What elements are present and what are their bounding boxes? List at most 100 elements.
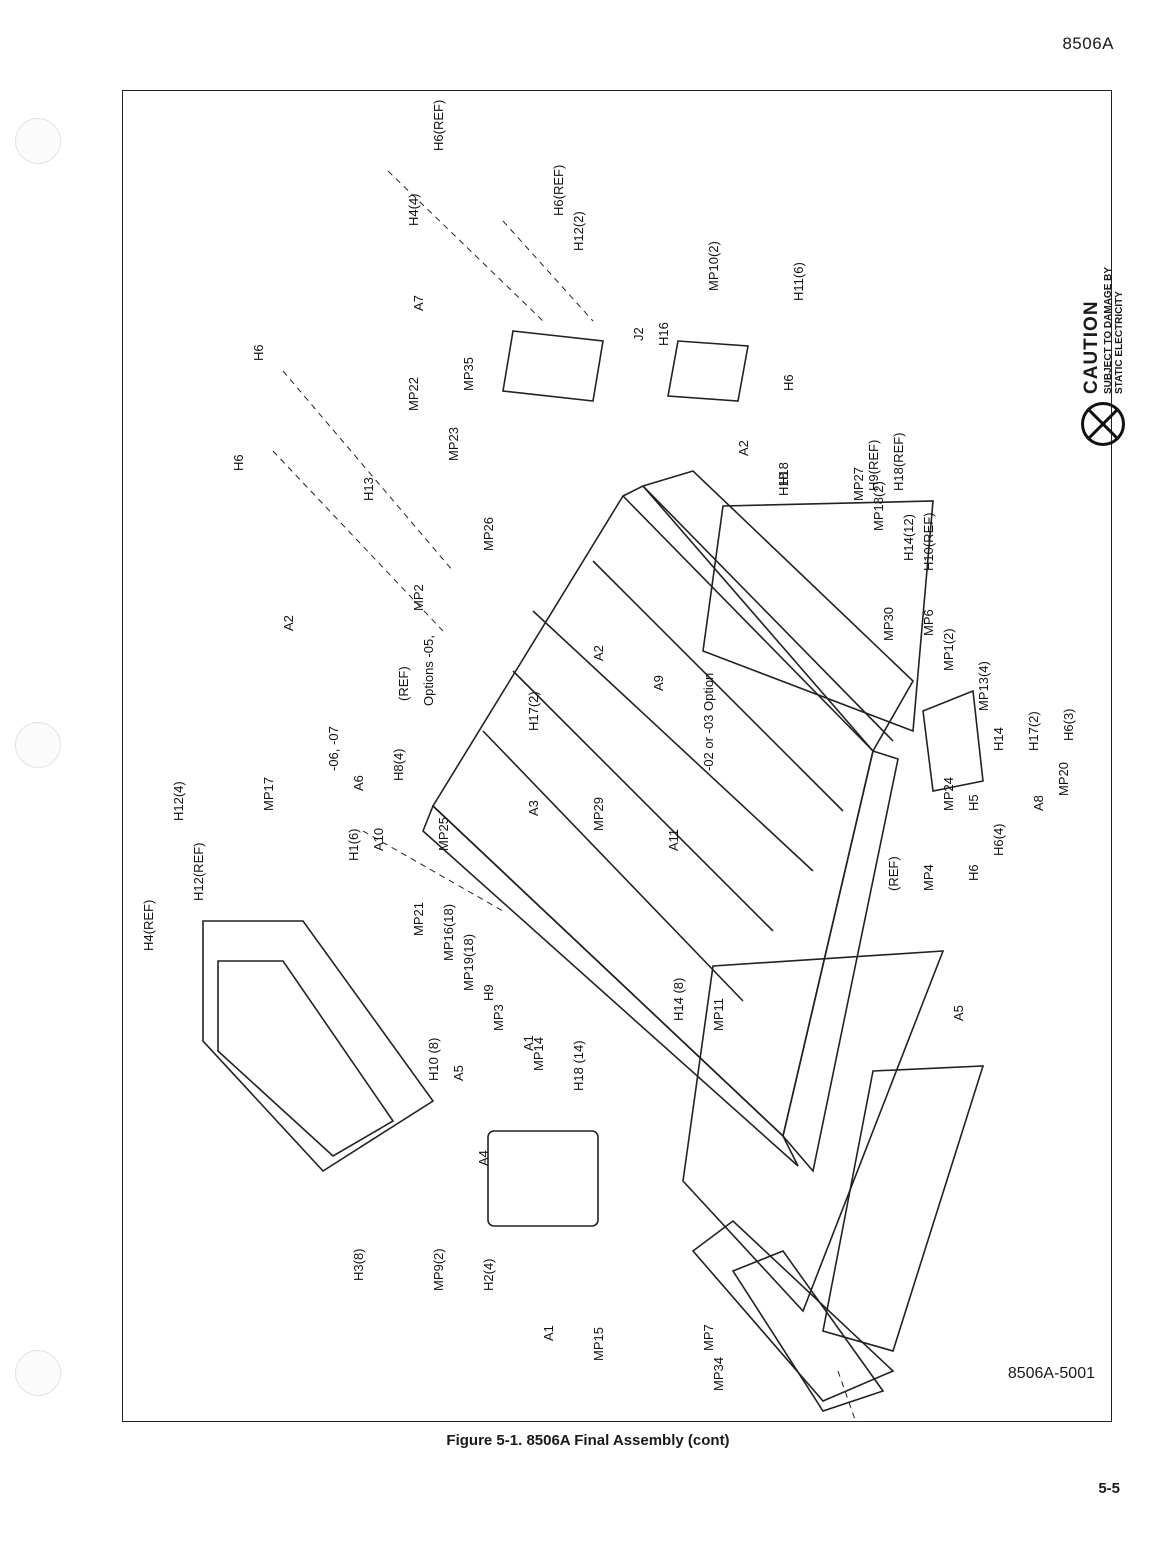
callout-label: A2: [591, 645, 606, 661]
callout-label: H4(REF): [141, 900, 156, 951]
callout-label: MP20: [1056, 762, 1071, 796]
callout-label: A1: [541, 1325, 556, 1341]
callout-label: MP18(2): [871, 481, 886, 531]
chassis-top-face: [431, 494, 874, 1138]
caution-line-2: STATIC ELECTRICITY: [1114, 291, 1125, 394]
module-a4: [202, 920, 435, 1173]
drawing-number: 8506A-5001: [1007, 1365, 1095, 1382]
callout-label: H18(REF): [891, 432, 906, 491]
callout-label: A2: [281, 615, 296, 631]
callout-label: A5: [951, 1005, 966, 1021]
callout-label: MP2: [411, 584, 426, 611]
callout-label: Options -05,: [421, 635, 436, 706]
chassis-drawing: [202, 330, 985, 1412]
callout-label: A4: [476, 1150, 491, 1166]
board-a11: [512, 670, 774, 932]
callout-label: MP11: [711, 998, 726, 1031]
callout-label: H16: [656, 322, 671, 346]
module-a4-inner: [217, 960, 395, 1157]
callout-label: A3: [526, 800, 541, 816]
callout-label: H6(REF): [551, 165, 566, 216]
callout-label: H18: [776, 462, 791, 486]
callout-label: H10 (8): [426, 1038, 441, 1081]
callout-label: MP3: [491, 1004, 506, 1031]
callout-label: H9(REF): [866, 440, 881, 491]
callout-label: -06, -07: [326, 726, 341, 771]
chassis-edge: [622, 485, 644, 497]
callout-label: H3(8): [351, 1248, 366, 1281]
esd-warning-icon: [1081, 402, 1125, 446]
callout-label: MP9(2): [431, 1248, 446, 1291]
callout-label: H9: [481, 984, 496, 1001]
handle-mp9: [487, 1130, 599, 1227]
callout-label: MP26: [481, 517, 496, 551]
callout-label: MP27: [851, 467, 866, 501]
callout-label: H17(2): [526, 691, 541, 731]
callout-label: MP13(4): [976, 661, 991, 711]
callout-label: H14: [991, 727, 1006, 751]
callout-label: H18 (14): [571, 1040, 586, 1091]
leader-lines: [272, 170, 857, 1423]
callout-label: H13: [361, 477, 376, 501]
callout-label: H6: [966, 864, 981, 881]
callout-label: A10: [371, 828, 386, 851]
callout-label: H14(12): [901, 514, 916, 561]
callout-label: A2: [736, 440, 751, 456]
chassis-left-wall: [422, 804, 799, 1167]
callout-label: MP6: [921, 609, 936, 636]
chassis-front-wall: [782, 749, 899, 1173]
callout-label: A11: [666, 829, 681, 851]
board-a1: [682, 950, 945, 1313]
callout-label: H6: [251, 344, 266, 361]
callout-label: H12(REF): [191, 842, 206, 901]
callout-label: H12(4): [171, 781, 186, 821]
callout-label: A6: [351, 775, 366, 791]
callout-label: H6: [231, 454, 246, 471]
callout-label: H6(REF): [431, 100, 446, 151]
callout-label: MP34: [711, 1357, 726, 1391]
callout-label: H2(4): [481, 1258, 496, 1291]
side-panel: [702, 500, 934, 733]
callout-label: MP4: [921, 864, 936, 891]
callout-label: H12(2): [571, 211, 586, 251]
callout-label: -02 or -03 Option: [701, 673, 716, 771]
callout-label: MP7: [701, 1324, 716, 1351]
callout-label: MP23: [446, 427, 461, 461]
callout-label: MP25: [436, 817, 451, 851]
callout-label: MP17: [261, 777, 276, 811]
callout-label: A8: [1031, 795, 1046, 811]
callout-label: H17(2): [1026, 711, 1041, 751]
plate-mp10: [667, 340, 749, 402]
callout-label: (REF): [396, 666, 411, 701]
board-a9: [532, 610, 814, 872]
caution-title: CAUTION: [1081, 300, 1102, 394]
caution-notice: CAUTION SUBJECT TO DAMAGE BY STATIC ELEC…: [1068, 236, 1138, 446]
caution-line-1: SUBJECT TO DAMAGE BY: [1103, 266, 1114, 394]
callout-label: MP16(18): [441, 904, 456, 961]
front-panel-mp15: [691, 1219, 895, 1402]
callout-label: H10(REF): [921, 512, 936, 571]
callout-label: (REF): [886, 856, 901, 891]
punch-hole-top: [15, 118, 61, 164]
callout-label: J2: [631, 327, 646, 341]
callout-label: MP35: [461, 357, 476, 391]
callout-label: H8(4): [391, 748, 406, 781]
callout-label: H6: [781, 374, 796, 391]
callout-label: H6(3): [1061, 708, 1076, 741]
callout-label: MP14: [531, 1037, 546, 1071]
callout-label: MP22: [406, 377, 421, 411]
bracket-a7: [502, 330, 604, 402]
callout-label: MP21: [411, 902, 426, 936]
callout-label: H4(4): [406, 193, 421, 226]
callout-label: MP15: [591, 1327, 606, 1361]
callout-label: A7: [411, 295, 426, 311]
punch-hole-middle: [15, 722, 61, 768]
rear-rail: [641, 470, 915, 753]
callout-label: A5: [451, 1065, 466, 1081]
board-a2: [592, 560, 844, 812]
callout-label: MP19(18): [461, 934, 476, 991]
chassis-edge: [642, 485, 894, 742]
callout-label: MP10(2): [706, 241, 721, 291]
callout-label: H14 (8): [671, 978, 686, 1021]
